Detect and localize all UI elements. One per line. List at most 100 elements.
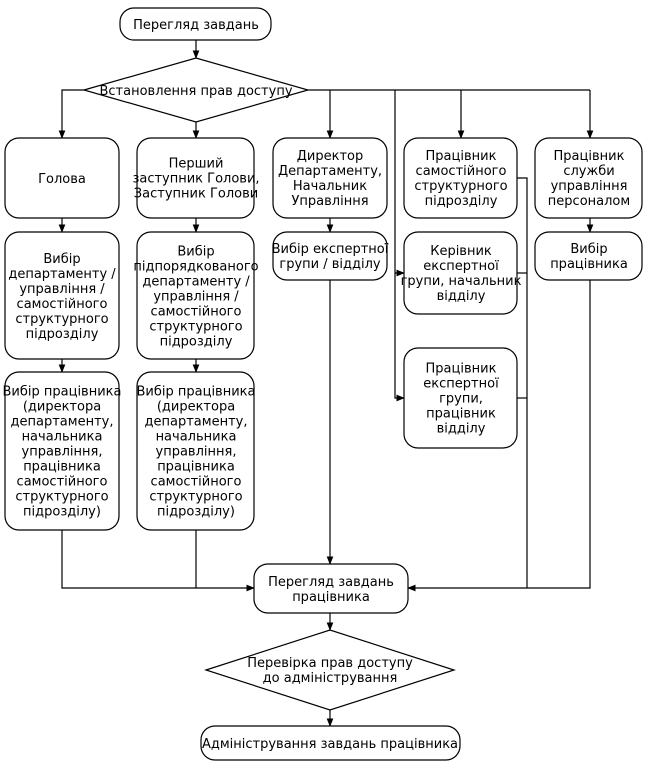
label-line: Працівник [426,362,497,377]
label-line: самостійного [151,305,242,320]
label-line: структурного [414,179,507,194]
label-line: групи / відділу [279,257,381,272]
label-line: підрозділу) [23,505,101,520]
label-line: працівника [550,257,628,272]
label-line: самостійного [17,297,108,312]
label-line: Керівник [430,244,492,259]
deputy-node [136,137,255,219]
label-line: структурного [15,490,108,505]
label-line: підрозділу [26,327,99,342]
label-line: управління / [153,290,239,305]
label-line: Вибір працівника [3,385,122,400]
label-line: Вибір [43,252,80,267]
node-labels: Перегляд завдань Встановлення прав досту… [3,18,631,752]
label-line: самостійного [17,475,108,490]
label-line: управління, [22,445,103,460]
label-line: управління [551,179,628,194]
connectors [58,40,594,727]
label-line: Працівник [554,149,625,164]
label-line: підрозділу [160,335,233,350]
label-line: управління, [156,445,237,460]
arrow-employee-1-to-view [61,530,255,592]
label-line: Перевірка прав доступу [247,656,413,671]
label-line: начальника [156,430,237,445]
label-line: (директора [23,400,101,415]
access-decision [81,57,311,123]
label-line: експертної [423,259,499,274]
label-line: Вибір працівника [137,385,256,400]
label-line: Управління [291,194,368,209]
access-label: Встановлення прав доступу [99,84,292,99]
label-line: працівника [292,590,370,605]
label-line: Перший [169,157,224,172]
label-line: Працівник [426,149,497,164]
label-line: служби [563,164,614,179]
head-label: Голова [38,172,86,187]
check-admin-decision [204,629,456,711]
label-line: Вибір [177,245,214,260]
label-line: департаменту / [8,267,116,282]
label-line: до адміністрування [263,671,398,686]
label-line: департаменту / [142,275,250,290]
label-line: працівника [157,460,235,475]
label-line: структурного [15,312,108,327]
node-shapes [4,7,643,761]
label-line: (директора [157,400,235,415]
label-line: начальника [22,430,103,445]
label-line: структурного [149,490,242,505]
hr-worker-node [534,137,643,219]
label-line: Вибір [570,242,607,257]
arrow-access-to-expert-head [394,90,405,277]
label-line: групи, начальник [401,274,522,289]
label-line: самостійного [151,475,242,490]
label-line: підпорядкованого [133,260,258,275]
line-unit-worker-right [517,177,528,588]
label-line: підрозділу) [157,505,235,520]
label-line: департаменту, [11,415,114,430]
arrow-choose-hr-to-view [407,280,591,592]
view-employee-tasks-node [253,563,409,614]
label-line: самостійного [416,164,507,179]
label-line: Директор [297,149,364,164]
label-line: Департаменту, [278,164,382,179]
choose-employee-2-node [136,371,255,531]
label-line: відділу [437,289,486,304]
label-line: групи, [439,392,483,407]
label-line: підрозділу [425,194,498,209]
choose-expert-group-node [272,231,388,281]
label-line: структурного [149,320,242,335]
arrow-access-to-head [58,89,84,139]
label-line: персоналом [548,194,630,209]
label-line: управління / [19,282,105,297]
label-line: працівник [426,407,496,422]
choose-department-node [4,231,120,360]
choose-employee-1-node [4,371,120,531]
admin-tasks-node [200,725,461,761]
start-node [119,7,272,41]
label-line: Перегляд завдань [268,575,394,590]
label-line: працівника [23,460,101,475]
admin-tasks-label: Адміністрування завдань працівника [202,737,458,752]
label-line: експертної [423,377,499,392]
label-line: Вибір експертної [272,242,389,257]
expert-head-node [403,231,518,315]
label-line: заступник Голови, [132,172,259,187]
choose-employee-hr-node [534,231,643,281]
label-line: Начальник [293,179,367,194]
label-line: Заступник Голови [134,187,258,202]
